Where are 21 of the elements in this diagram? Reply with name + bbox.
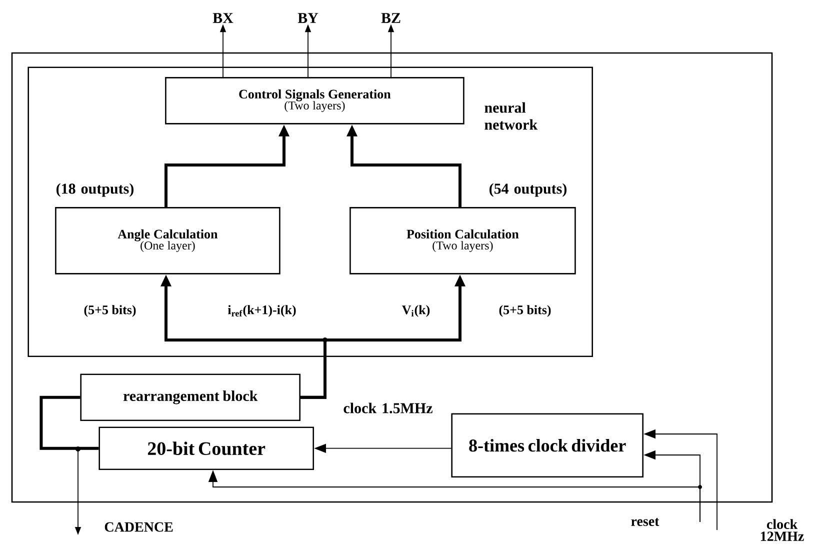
signal-label: BZ	[381, 13, 400, 23]
edge-label: (54 outputs)	[490, 183, 566, 197]
process-box: Position Calculation (Two layers)	[350, 207, 576, 274]
process-box: 8-times clock divider	[451, 413, 644, 478]
signal-label: (5+5 bits)	[499, 305, 551, 317]
edge-label: clock 1.5MHz	[344, 402, 432, 414]
signal-label: BX	[212, 13, 234, 23]
signal-label: clock 12MHz	[760, 519, 804, 541]
signal-label: V$_{i}$(k)	[402, 305, 430, 317]
signal-label: CADENCE	[104, 522, 173, 532]
signal-label: (5+5 bits)	[84, 305, 136, 317]
process-box: rearrangement block	[80, 374, 300, 421]
signal-label: reset	[631, 518, 660, 526]
process-box: Angle Calculation (One layer)	[55, 207, 280, 274]
signal-label: BY	[298, 13, 318, 23]
chip-box	[11, 52, 773, 503]
signal-label: i$_{ref}$(k+1)-i(k)	[228, 305, 296, 317]
counter-box: 20-bit Counter	[98, 426, 314, 470]
process-box: Control Signals Generation (Two layers)	[165, 77, 464, 124]
connector-line	[40, 396, 99, 450]
edge-label: (18 outputs)	[56, 183, 134, 197]
